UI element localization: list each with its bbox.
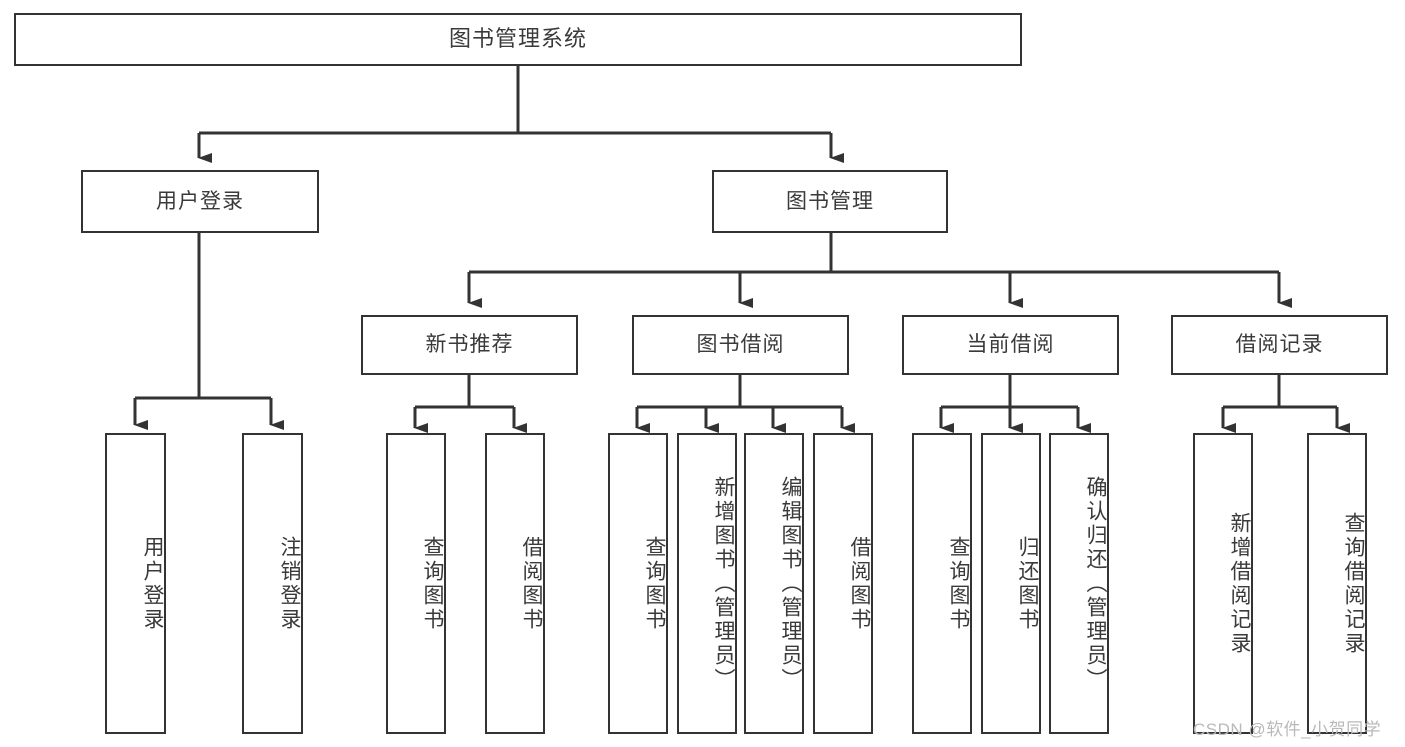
- leaf-recommend-query-book[interactable]: 查询图书: [386, 433, 446, 734]
- leaf-label: 查询图书: [421, 535, 444, 632]
- leaf-current-confirm-return-admin[interactable]: 确认归还（管理员）: [1049, 433, 1109, 734]
- leaf-label: 查询图书: [947, 535, 970, 632]
- node-book-management[interactable]: 图书管理: [712, 170, 948, 233]
- leaf-label: 新增借阅记录: [1228, 511, 1251, 656]
- leaf-label: 确认归还（管理员）: [1084, 475, 1107, 692]
- leaf-record-add-record[interactable]: 新增借阅记录: [1193, 433, 1253, 734]
- leaf-current-query-book[interactable]: 查询图书: [912, 433, 972, 734]
- csdn-watermark: CSDN @软件_小贺同学: [1193, 720, 1382, 739]
- node-current-borrow[interactable]: 当前借阅: [902, 315, 1119, 375]
- leaf-label: 用户登录: [141, 535, 164, 632]
- leaf-label: 查询借阅记录: [1342, 511, 1365, 656]
- node-user-login[interactable]: 用户登录: [81, 170, 319, 233]
- leaf-label: 查询图书: [643, 535, 666, 632]
- node-book-borrow[interactable]: 图书借阅: [632, 315, 849, 375]
- leaf-label: 归还图书: [1016, 535, 1039, 632]
- leaf-label: 编辑图书（管理员）: [779, 475, 802, 692]
- leaf-current-return-book[interactable]: 归还图书: [981, 433, 1041, 734]
- leaf-label: 新增图书（管理员）: [712, 475, 735, 692]
- leaf-recommend-borrow-book[interactable]: 借阅图书: [485, 433, 545, 734]
- leaf-borrow-borrow-book[interactable]: 借阅图书: [813, 433, 873, 734]
- leaf-borrow-add-book-admin[interactable]: 新增图书（管理员）: [677, 433, 737, 734]
- leaf-user-login-signout[interactable]: 注销登录: [242, 433, 303, 734]
- leaf-label: 注销登录: [278, 535, 301, 632]
- node-new-book-recommend[interactable]: 新书推荐: [361, 315, 578, 375]
- leaf-label: 借阅图书: [848, 535, 871, 632]
- leaf-record-query-record[interactable]: 查询借阅记录: [1307, 433, 1367, 734]
- leaf-user-login-signin[interactable]: 用户登录: [105, 433, 166, 734]
- node-root-system[interactable]: 图书管理系统: [14, 13, 1022, 66]
- node-borrow-record[interactable]: 借阅记录: [1171, 315, 1388, 375]
- leaf-borrow-edit-book-admin[interactable]: 编辑图书（管理员）: [744, 433, 804, 734]
- leaf-label: 借阅图书: [520, 535, 543, 632]
- leaf-borrow-query-book[interactable]: 查询图书: [608, 433, 668, 734]
